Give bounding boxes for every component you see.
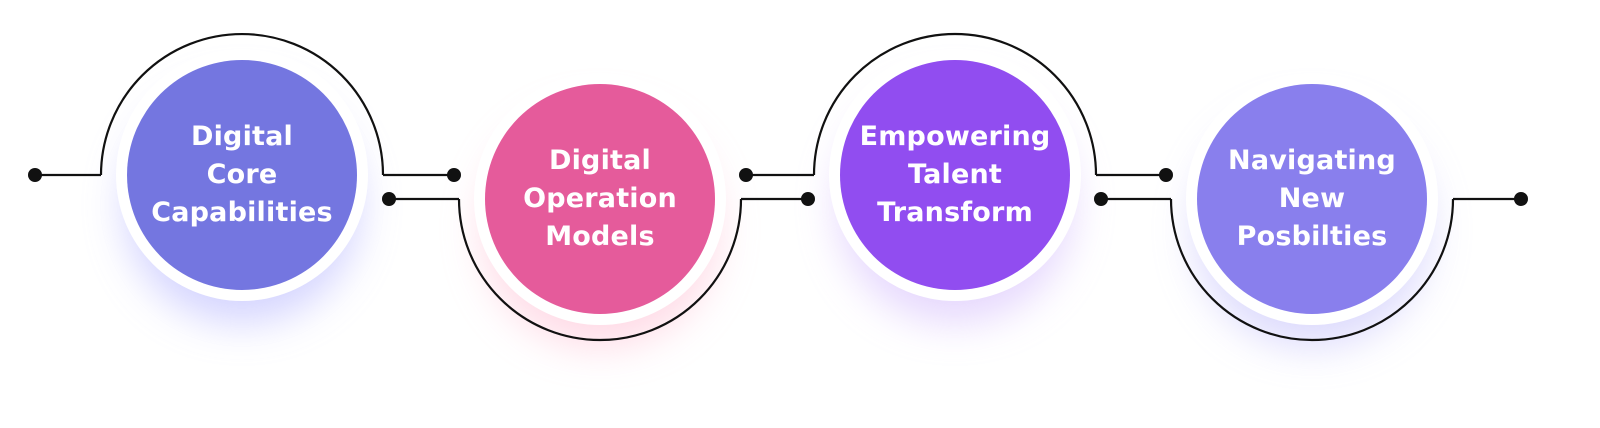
step-label-line: Transform [860,194,1051,232]
step-label-line: Talent [860,156,1051,194]
step-label-line: New [1228,180,1396,218]
connector-endpoint-dot [739,168,753,182]
connector-endpoint-dot [382,192,396,206]
step-label-line: Digital [151,118,333,156]
step-label-line: Posbilties [1228,218,1396,256]
step-label-line: Capabilities [151,194,333,232]
connector-endpoint-dot [1159,168,1173,182]
step-label-line: Empowering [860,118,1051,156]
step-label-line: Navigating [1228,142,1396,180]
connector-endpoint-dot [28,168,42,182]
step-label-line: Digital [523,142,677,180]
connector-endpoint-dot [447,168,461,182]
connector-endpoint-dot [1514,192,1528,206]
step-label-line: Core [151,156,333,194]
connector-endpoint-dot [1094,192,1108,206]
step-label-line: Models [523,218,677,256]
step-label-line: Operation [523,180,677,218]
connector-endpoint-dot [801,192,815,206]
